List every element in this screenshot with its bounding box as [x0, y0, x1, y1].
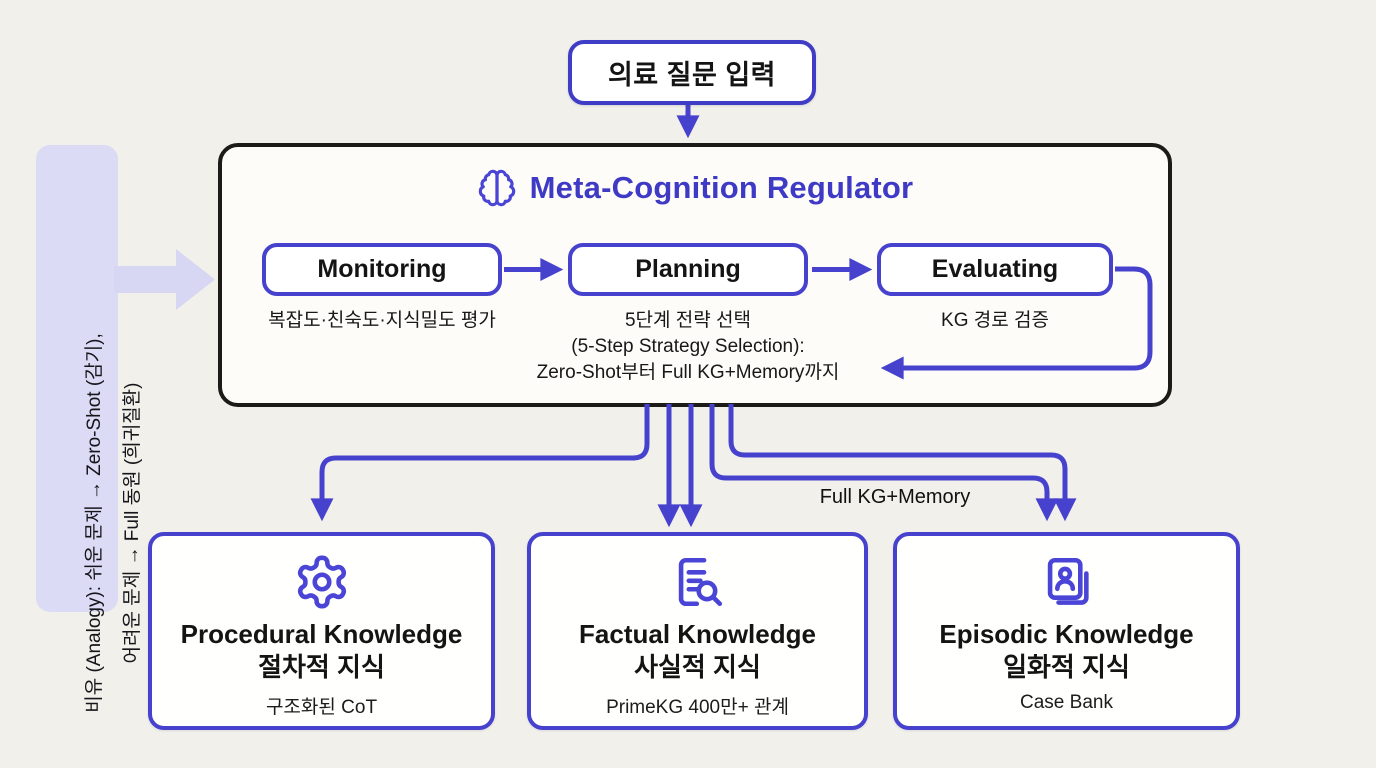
planning-label: Planning — [635, 255, 741, 283]
episodic-knowledge-title: Episodic Knowledge — [939, 619, 1194, 649]
episodic-knowledge-detail: Case Bank — [1020, 692, 1113, 713]
planning-desc-line3: Zero-Shot부터 Full KG+Memory까지 — [536, 362, 840, 383]
procedural-knowledge-detail: 구조화된 CoT — [265, 697, 378, 718]
brain-icon — [478, 169, 515, 207]
factual-knowledge-detail: PrimeKG 400만+ 관계 — [606, 697, 789, 718]
evaluating-description: KG 경로 검증 — [941, 310, 1049, 331]
procedural-knowledge-title: Procedural Knowledge — [180, 619, 463, 649]
medical-question-input-label: 의료 질문 입력 — [607, 60, 777, 90]
factual-knowledge-subtitle-kr: 사실적 지식 — [634, 652, 761, 682]
monitoring-box: Monitoring — [262, 243, 502, 296]
gear-icon — [293, 552, 351, 612]
episodic-knowledge-subtitle-kr: 일화적 지식 — [1003, 652, 1130, 682]
full-kg-memory-edge-label: Full KG+Memory — [819, 486, 971, 508]
medical-question-input-box: 의료 질문 입력 — [568, 40, 816, 105]
episodic-knowledge-box: Episodic Knowledge 일화적 지식 Case Bank — [893, 532, 1240, 730]
planning-description: 5단계 전략 선택 (5-Step Strategy Selection): Z… — [518, 308, 858, 386]
procedural-knowledge-subtitle-kr: 절차적 지식 — [258, 652, 385, 682]
arrow-to-procedural — [310, 404, 650, 522]
case-bank-icon — [1038, 552, 1096, 612]
planning-box: Planning — [568, 243, 808, 296]
document-search-icon — [669, 552, 727, 612]
factual-knowledge-box: Factual Knowledge 사실적 지식 PrimeKG 400만+ 관… — [527, 532, 868, 730]
regulator-title: Meta-Cognition Regulator — [529, 170, 914, 205]
evaluating-box: Evaluating — [877, 243, 1113, 296]
planning-desc-line1: 5단계 전략 선택 — [624, 310, 751, 331]
procedural-knowledge-box: Procedural Knowledge 절차적 지식 구조화된 CoT — [148, 532, 495, 730]
analogy-note-line2: 어려운 문제 → Full 동원 (희귀질환) — [122, 382, 143, 664]
evaluating-label: Evaluating — [931, 255, 1059, 283]
analogy-note-line1: 비유 (Analogy): 쉬운 문제 → Zero-Shot (감기), — [84, 333, 105, 713]
factual-knowledge-title: Factual Knowledge — [579, 619, 816, 649]
monitoring-label: Monitoring — [317, 255, 447, 283]
regulator-header: Meta-Cognition Regulator — [218, 165, 1172, 211]
monitoring-description: 복잡도·친숙도·지식밀도 평가 — [268, 310, 496, 331]
analogy-note-text: 비유 (Analogy): 쉬운 문제 → Zero-Shot (감기), 어려… — [76, 293, 152, 753]
analogy-side-note: 비유 (Analogy): 쉬운 문제 → Zero-Shot (감기), 어려… — [36, 145, 143, 713]
planning-desc-line2: (5-Step Strategy Selection): — [571, 336, 805, 357]
